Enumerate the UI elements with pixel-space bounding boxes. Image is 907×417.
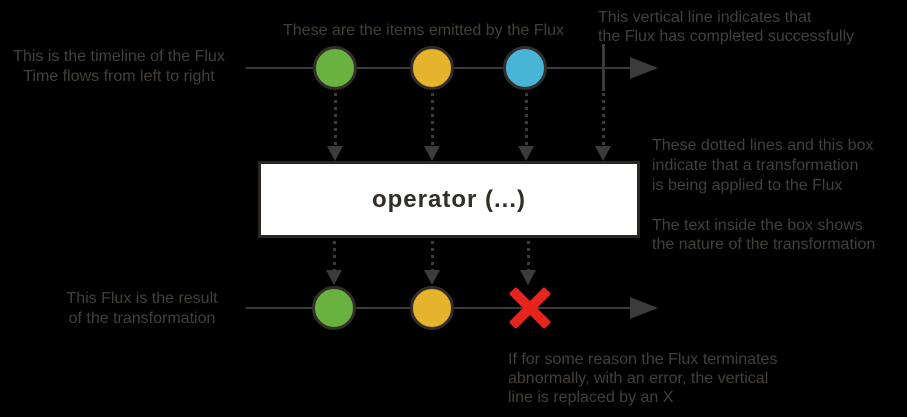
result-annotation-line2: of the transformation — [68, 310, 216, 327]
operator-label: operator (...) — [371, 185, 526, 213]
source-marble-blue — [503, 46, 547, 90]
transform-annotation: These dotted lines and this box indicate… — [652, 136, 873, 196]
boxtext-annotation-line1: The text inside the box shows — [652, 217, 863, 234]
arrowhead-down-icon — [327, 146, 343, 161]
transform-annotation-line1: These dotted lines and this box — [652, 137, 874, 154]
result-timeline-arrow-icon — [630, 297, 658, 319]
boxtext-annotation: The text inside the box shows the nature… — [652, 216, 875, 254]
error-annotation-line2: abnormally, with an error, the vertical — [508, 370, 769, 387]
boxtext-annotation-line2: the nature of the transformation — [652, 236, 876, 253]
items-annotation: These are the items emitted by the Flux — [283, 21, 564, 40]
result-marble-green — [312, 286, 356, 330]
dotted-arrow-yellow-in — [431, 93, 434, 146]
completion-tick — [602, 44, 605, 91]
dotted-arrow-yellow-out — [431, 241, 434, 270]
result-marble-yellow — [410, 286, 454, 330]
timeline-annotation-line1: This is the timeline of the Flux — [13, 48, 225, 65]
complete-annotation-line2: the Flux has completed successfully — [598, 28, 855, 45]
result-annotation-line1: This Flux is the result — [66, 290, 218, 307]
arrowhead-down-icon — [424, 270, 440, 285]
dotted-arrow-green-in — [334, 93, 337, 146]
source-timeline-arrow-icon — [630, 57, 658, 79]
result-annotation: This Flux is the result of the transform… — [56, 289, 228, 329]
items-annotation-line1: These are the items emitted by the Flux — [283, 22, 565, 39]
error-annotation-line1: If for some reason the Flux terminates — [508, 351, 778, 368]
source-marble-green — [313, 46, 357, 90]
source-marble-yellow — [410, 46, 454, 90]
timeline-annotation-line2: Time flows from left to right — [23, 68, 215, 85]
complete-annotation: This vertical line indicates that the Fl… — [598, 8, 854, 46]
error-annotation-line3: line is replaced by an X — [508, 389, 674, 406]
arrowhead-down-icon — [424, 146, 440, 161]
arrowhead-down-icon — [326, 270, 342, 285]
error-x-icon — [508, 286, 552, 330]
timeline-annotation: This is the timeline of the Flux Time fl… — [4, 47, 234, 87]
error-annotation: If for some reason the Flux terminates a… — [508, 350, 777, 407]
dotted-arrow-green-out — [333, 241, 336, 270]
complete-annotation-line1: This vertical line indicates that — [598, 9, 812, 26]
arrowhead-down-icon — [595, 146, 611, 161]
dotted-arrow-blue-in — [525, 93, 528, 146]
transform-annotation-line2: indicate that a transformation — [652, 157, 859, 174]
transform-annotation-line3: is being applied to the Flux — [652, 177, 843, 194]
arrowhead-down-icon — [520, 270, 536, 285]
arrowhead-down-icon — [518, 146, 534, 161]
operator-box: operator (...) — [258, 161, 640, 238]
dotted-arrow-error-out — [527, 241, 530, 270]
dotted-arrow-complete-in — [602, 93, 605, 146]
